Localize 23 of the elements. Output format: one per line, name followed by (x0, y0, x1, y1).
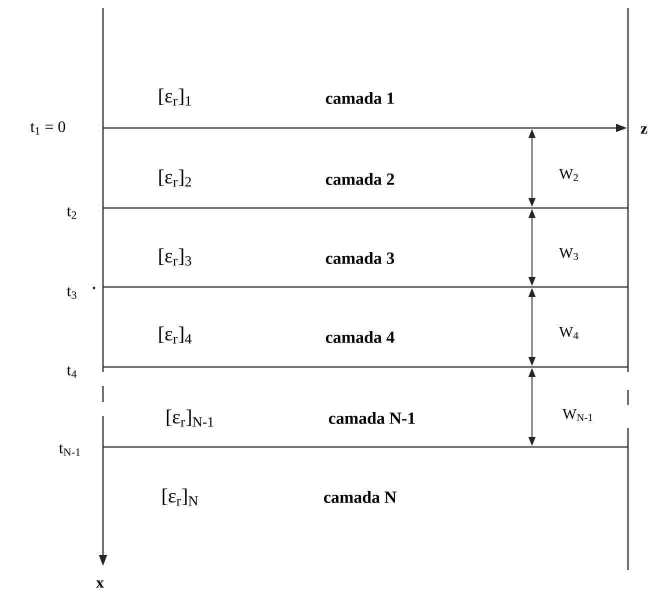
layer-label: camada 1 (326, 92, 394, 104)
permittivity-label: [ε$_{r}$]$_{4}$ (159, 326, 192, 344)
layer-label: camada N (324, 491, 396, 503)
interface-label: t$_{N-1}$ (58, 444, 80, 456)
interface-label: t$_{3}$ (66, 287, 76, 299)
thickness-label: W$_{N-1}$ (562, 409, 592, 421)
layer-label: camada 4 (326, 331, 394, 343)
permittivity-label: [ε$_{r}$]$_{N}$ (162, 488, 198, 506)
permittivity-label: [ε$_{r}$]$_{N-1}$ (166, 410, 214, 426)
axis-label: z (640, 126, 648, 134)
thickness-label: W$_{2}$ (559, 169, 578, 181)
layer-label: camada N-1 (328, 412, 415, 424)
permittivity-label: [ε$_{r}$]$_{1}$ (159, 88, 191, 106)
interface-label: t$_{1}$ = 0 (30, 121, 66, 135)
interface-label: t$_{4}$ (66, 366, 77, 378)
layer-label: camada 2 (326, 173, 394, 185)
axis-label: x (96, 580, 104, 588)
thickness-label: W$_{4}$ (559, 327, 578, 339)
permittivity-label: [ε$_{r}$]$_{3}$ (159, 248, 192, 266)
interface-label: t$_{2}$ (66, 207, 76, 219)
thickness-label: W$_{3}$ (559, 248, 578, 260)
layer-label: camada 3 (326, 252, 394, 264)
permittivity-label: [ε$_{r}$]$_{2}$ (159, 170, 191, 186)
